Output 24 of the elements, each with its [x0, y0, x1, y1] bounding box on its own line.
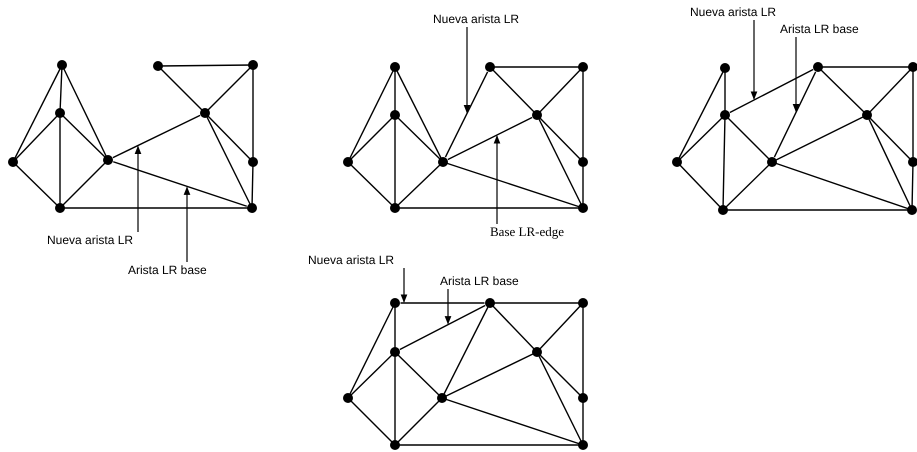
callout-label: Arista LR base: [780, 22, 859, 36]
triangulation-edge: [400, 304, 486, 350]
callout-label: Arista LR base: [440, 274, 519, 288]
callout-label: Nueva arista LR: [433, 12, 520, 26]
callout-label: Arista LR base: [128, 263, 207, 277]
callout-label: Nueva arista LR: [690, 5, 776, 19]
triangulation-edge: [112, 114, 200, 158]
leader-arrow: [134, 146, 142, 232]
leader-arrow: [444, 289, 452, 324]
triangulation-edge: [444, 72, 488, 158]
leader-arrow: [750, 20, 758, 100]
leader-arrow: [494, 135, 500, 224]
leader-arrow: [184, 186, 190, 262]
triangulation-edge: [448, 116, 532, 160]
triangulation-edge: [113, 161, 247, 207]
triangulation-edge: [774, 72, 816, 158]
leader-arrow: [792, 37, 800, 112]
triangulation-edge: [400, 302, 484, 304]
triangulation-edge: [730, 68, 814, 114]
callout-label: Nueva arista LR: [47, 233, 134, 247]
leader-arrow: [400, 268, 408, 303]
callout-label: Base LR-edge: [490, 225, 564, 239]
callout-label: Nueva arista LR: [308, 253, 394, 267]
leader-arrow: [464, 27, 470, 114]
